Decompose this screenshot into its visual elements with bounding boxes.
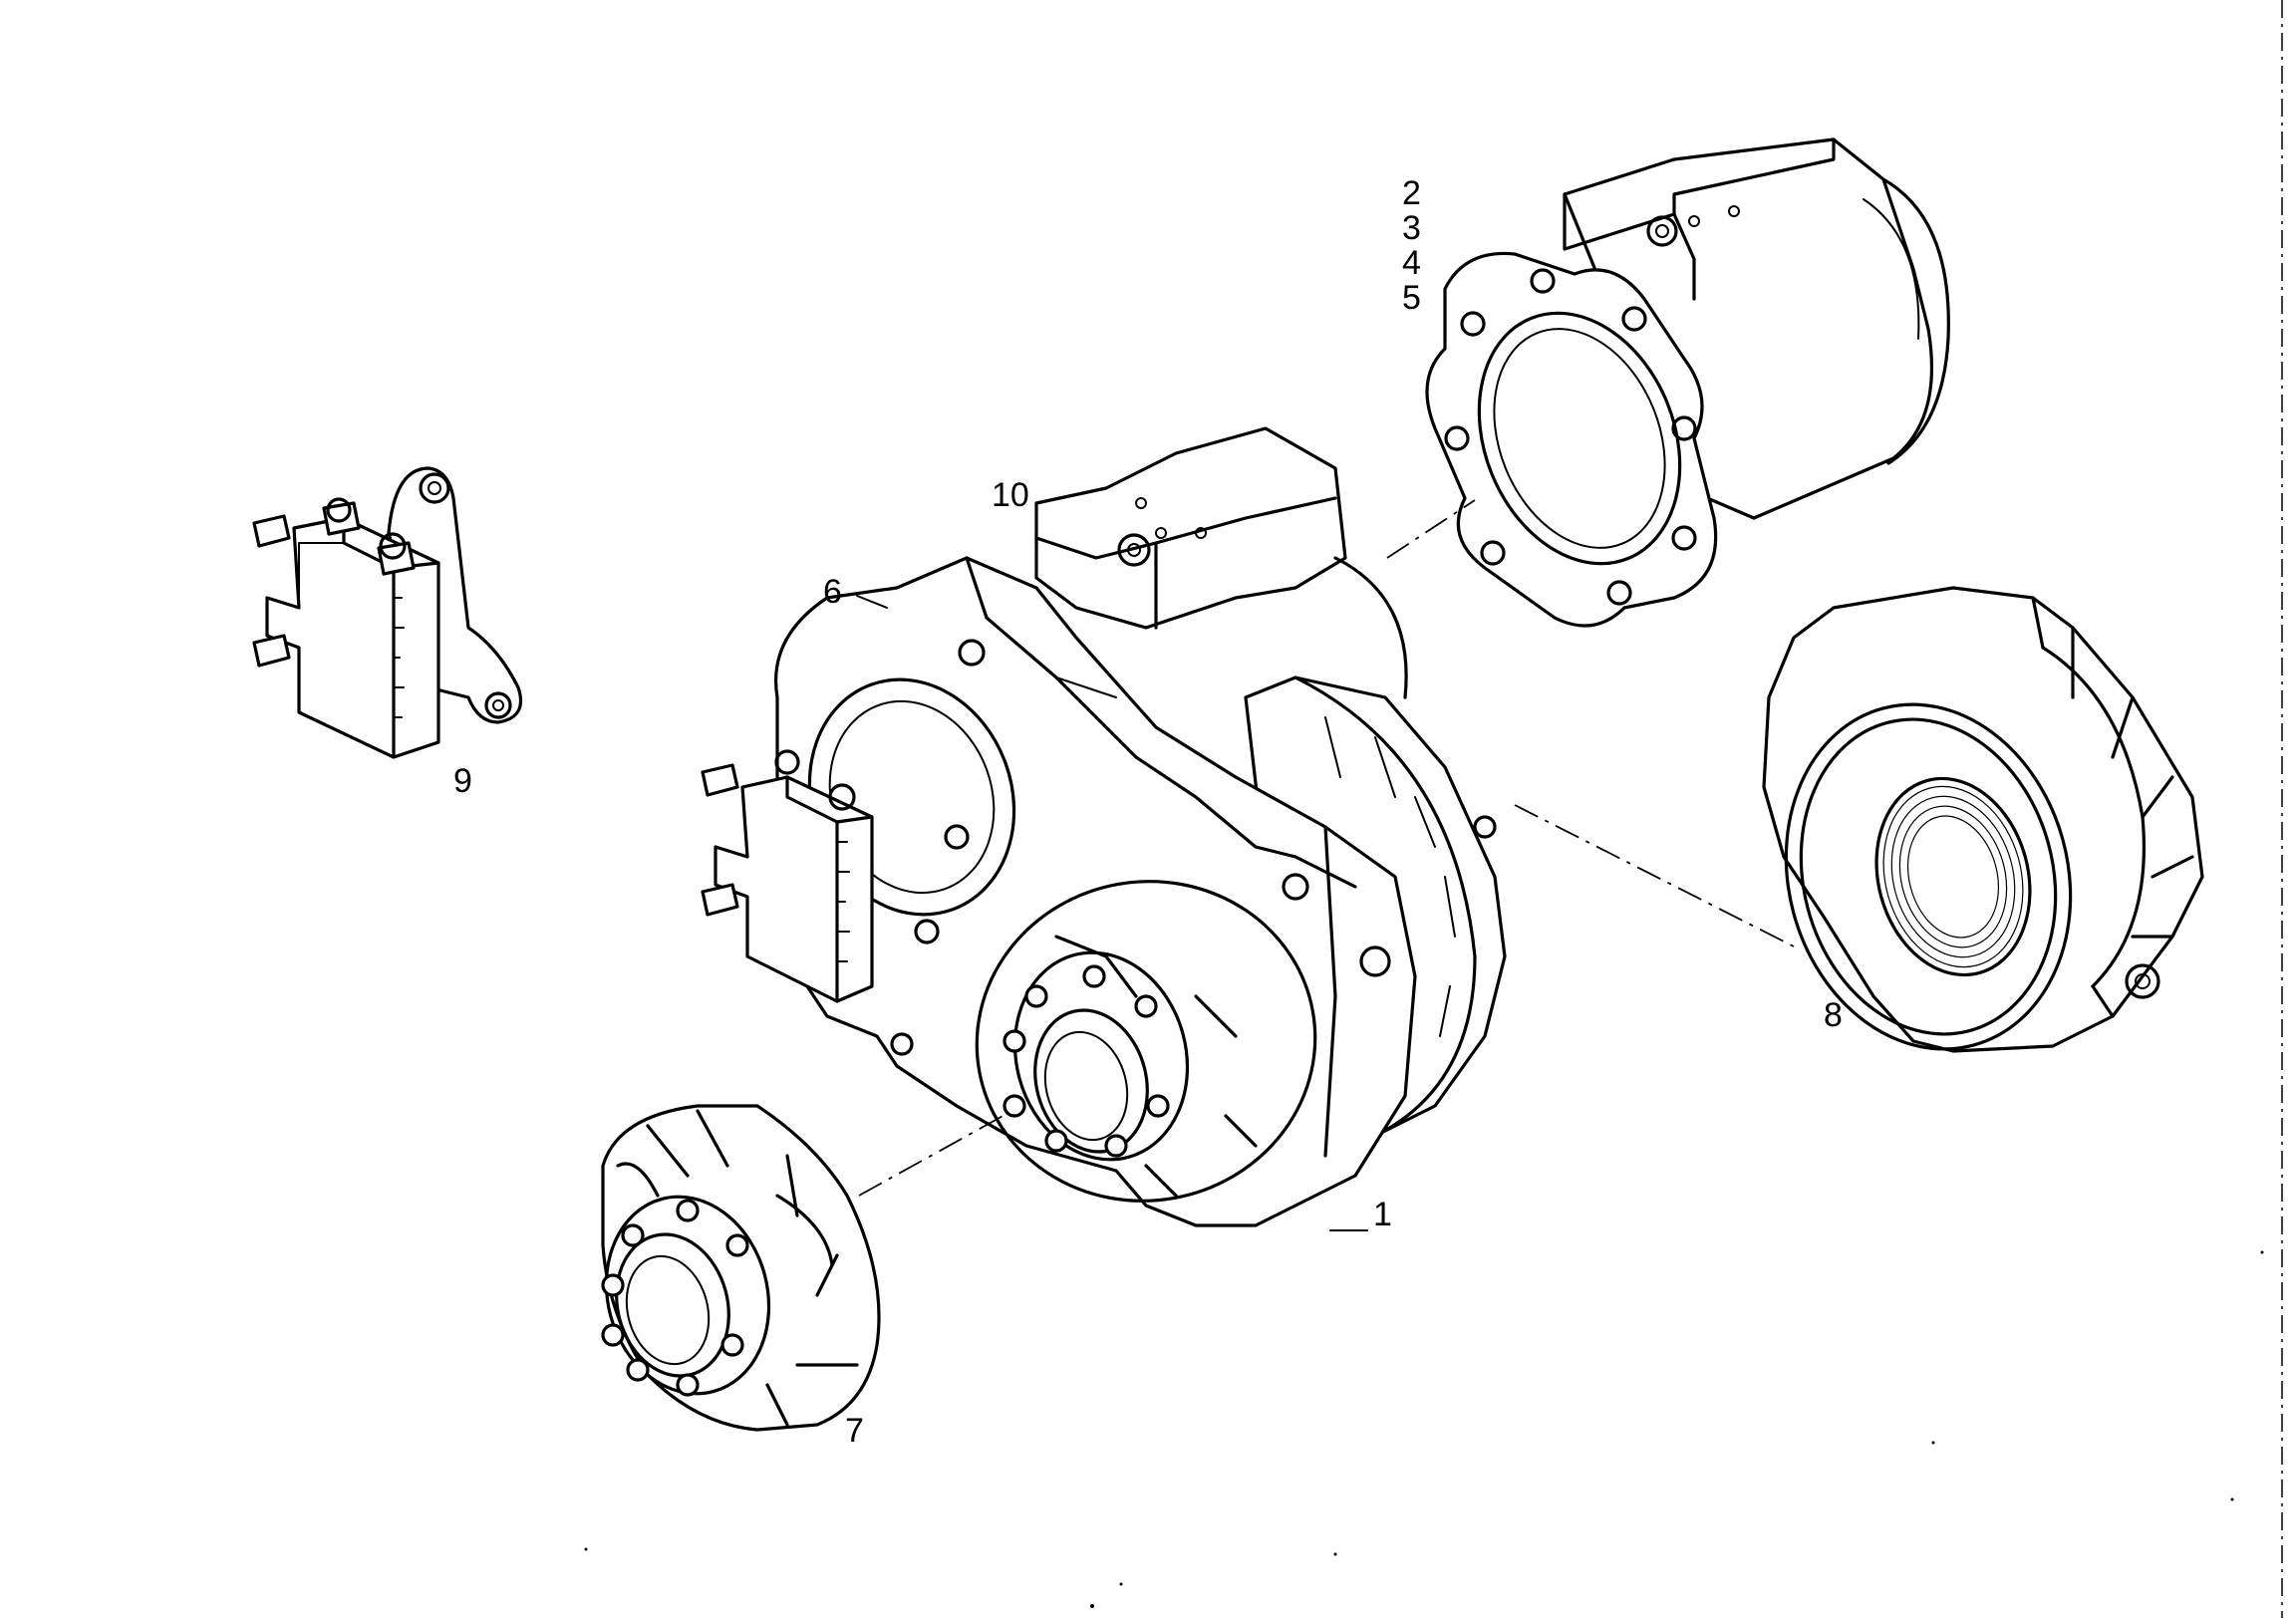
callout-5: 5	[1402, 279, 1421, 317]
callout-3: 3	[1402, 209, 1421, 247]
callout-2: 2	[1402, 174, 1421, 212]
part-1-transmission-housing[interactable]	[701, 426, 1507, 1227]
callout-9: 9	[453, 762, 472, 800]
centerline-housing-to-valve	[1386, 499, 1476, 559]
callout-1: 1	[1373, 1196, 1392, 1233]
callout-7: 7	[845, 1412, 864, 1450]
centerline-flange-to-output	[858, 1113, 1007, 1197]
callout-4: 4	[1402, 244, 1421, 282]
part-9-valve-block[interactable]	[252, 466, 523, 759]
part-2-5-clutch-housing[interactable]	[1425, 137, 1950, 628]
part-8-clutch-drum[interactable]	[1748, 586, 2204, 1081]
leader-6	[856, 595, 888, 609]
callout-8: 8	[1824, 996, 1843, 1034]
part-7-coupling-flange[interactable]	[585, 1104, 881, 1432]
callout-6: 6	[823, 573, 842, 611]
callout-10: 10	[992, 476, 1029, 514]
scan-specks	[584, 1250, 2264, 1608]
centerline-transmission-to-drum	[1514, 804, 1795, 947]
